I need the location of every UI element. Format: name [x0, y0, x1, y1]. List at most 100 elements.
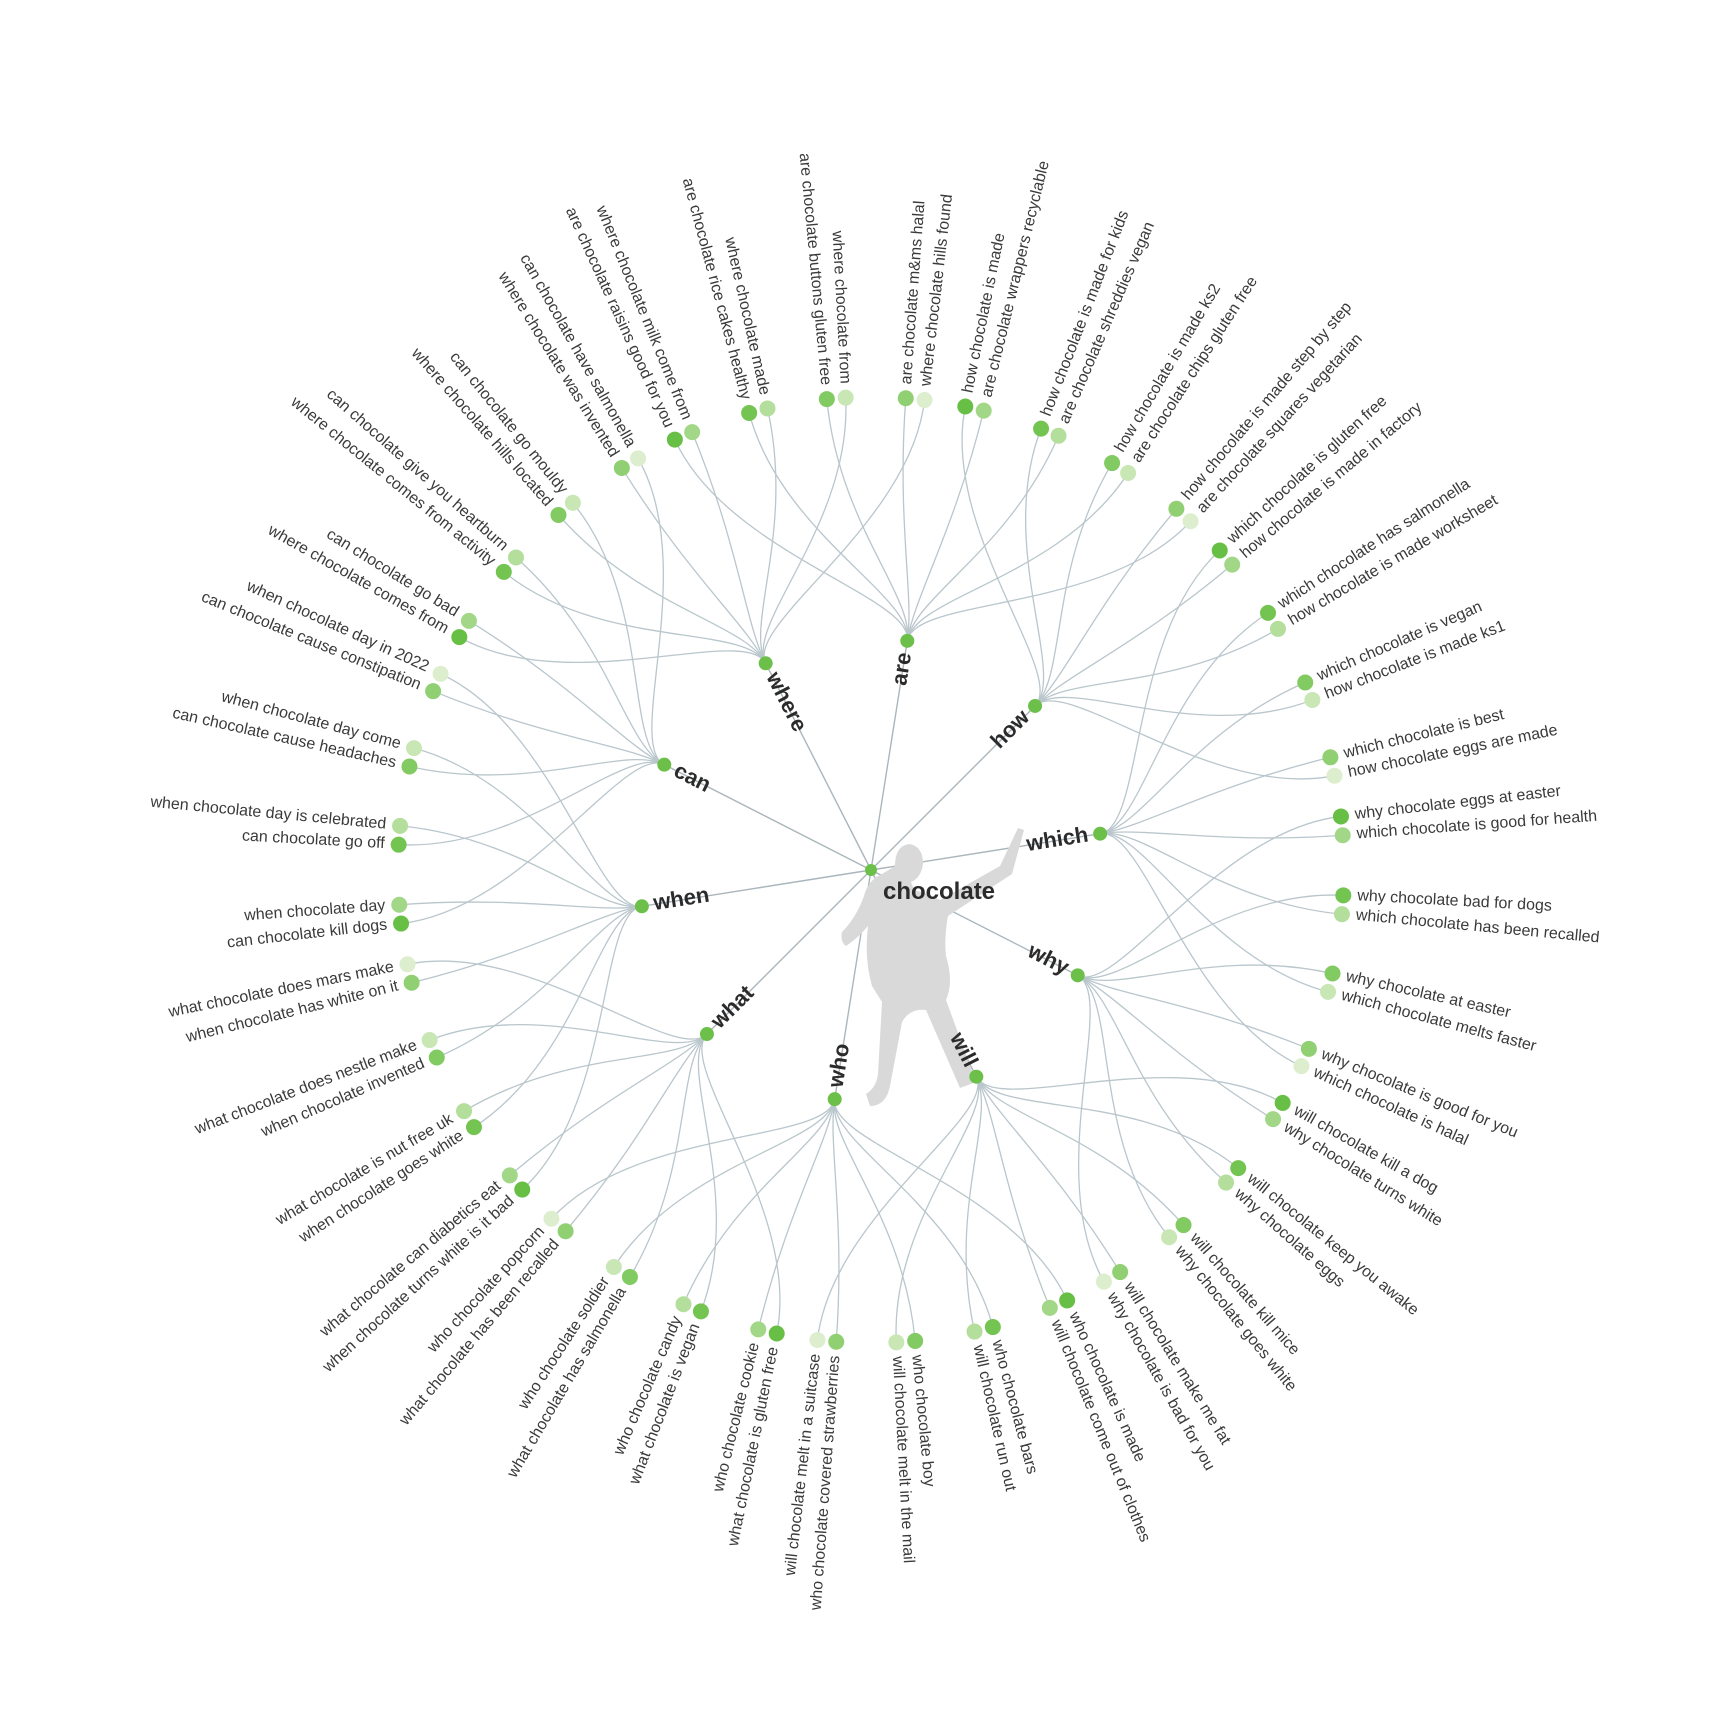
- question-what-chocolate-is-nut-free-uk[interactable]: what chocolate is nut free uk: [272, 1110, 457, 1229]
- leaf-dot-which-chocolate-is-halal[interactable]: [1293, 1058, 1310, 1075]
- leaf-dot-why-chocolate-goes-white[interactable]: [1161, 1229, 1178, 1246]
- leaf-dot-why-chocolate-eggs[interactable]: [1218, 1174, 1235, 1191]
- leaf-dot-where-chocolate-made[interactable]: [759, 400, 776, 417]
- leaf-dot-when-chocolate-goes-white[interactable]: [465, 1119, 482, 1136]
- leaf-dot-can-chocolate-give-you-heartburn[interactable]: [507, 549, 524, 566]
- leaf-dot-how-chocolate-is-made-in-factory[interactable]: [1224, 556, 1241, 573]
- leaf-dot-why-chocolate-eggs-at-easter[interactable]: [1332, 808, 1349, 825]
- leaf-dot-can-chocolate-kill-dogs[interactable]: [393, 915, 410, 932]
- leaf-dot-what-chocolate-has-been-recalled[interactable]: [557, 1223, 574, 1240]
- question-why-chocolate-is-bad-for-you[interactable]: why chocolate is bad for you: [1103, 1289, 1218, 1474]
- leaf-dot-who-chocolate-cookie[interactable]: [750, 1321, 767, 1338]
- question-what-chocolate-has-been-recalled[interactable]: what chocolate has been recalled: [396, 1236, 563, 1429]
- leaf-dot-who-chocolate-soldier[interactable]: [605, 1259, 622, 1276]
- leaf-dot-can-chocolate-go-mouldy[interactable]: [564, 494, 581, 511]
- leaf-dot-when-chocolate-day-come[interactable]: [405, 740, 422, 757]
- leaf-dot-when-chocolate-day-is-celebrated[interactable]: [392, 817, 409, 834]
- leaf-dot-will-chocolate-kill-mice[interactable]: [1175, 1217, 1192, 1234]
- leaf-dot-are-chocolate-wrappers-recyclable[interactable]: [975, 402, 992, 419]
- leaf-dot-why-chocolate-is-good-for-you[interactable]: [1300, 1040, 1317, 1057]
- leaf-dot-which-chocolate-melts-faster[interactable]: [1320, 983, 1337, 1000]
- question-how-chocolate-is-made-ks2[interactable]: how chocolate is made ks2: [1112, 281, 1225, 455]
- leaf-dot-which-chocolate-is-gluten-free[interactable]: [1211, 542, 1228, 559]
- leaf-dot-who-chocolate-is-made[interactable]: [1059, 1292, 1076, 1309]
- hub-dot-when[interactable]: [634, 899, 649, 914]
- hub-dot-are[interactable]: [900, 633, 915, 648]
- hub-dot-can[interactable]: [657, 757, 672, 772]
- leaf-dot-can-chocolate-have-salmonella[interactable]: [630, 450, 647, 467]
- leaf-dot-will-chocolate-make-me-fat[interactable]: [1112, 1264, 1129, 1281]
- hub-dot-why[interactable]: [1070, 968, 1085, 983]
- leaf-dot-who-chocolate-candy[interactable]: [675, 1296, 692, 1313]
- question-which-chocolate-has-been-recalled[interactable]: which chocolate has been recalled: [1354, 907, 1600, 947]
- leaf-dot-when-chocolate-invented[interactable]: [428, 1049, 445, 1066]
- leaf-dot-are-chocolate-chips-gluten-free[interactable]: [1120, 464, 1137, 481]
- leaf-dot-what-chocolate-can-diabetics-eat[interactable]: [501, 1167, 518, 1184]
- leaf-dot-where-chocolate-hills-located[interactable]: [550, 506, 567, 523]
- leaf-dot-can-chocolate-cause-headaches[interactable]: [401, 758, 418, 775]
- leaf-dot-can-chocolate-cause-constipation[interactable]: [425, 683, 442, 700]
- leaf-dot-will-chocolate-run-out[interactable]: [966, 1323, 983, 1340]
- leaf-dot-what-chocolate-is-vegan[interactable]: [692, 1303, 709, 1320]
- leaf-dot-which-chocolate-has-been-recalled[interactable]: [1333, 906, 1350, 923]
- question-can-chocolate-go-off[interactable]: can chocolate go off: [242, 827, 386, 852]
- hub-dot-who[interactable]: [827, 1092, 842, 1107]
- hub-label-can[interactable]: can: [670, 757, 715, 796]
- root-dot[interactable]: [865, 864, 877, 876]
- leaf-dot-will-chocolate-come-out-of-clothes[interactable]: [1041, 1299, 1058, 1316]
- leaf-dot-what-chocolate-is-gluten-free[interactable]: [768, 1325, 785, 1342]
- leaf-dot-how-chocolate-eggs-are-made[interactable]: [1326, 767, 1343, 784]
- leaf-dot-what-chocolate-is-nut-free-uk[interactable]: [456, 1103, 473, 1120]
- leaf-dot-which-chocolate-has-salmonella[interactable]: [1260, 604, 1277, 621]
- leaf-dot-where-chocolate-comes-from-activity[interactable]: [495, 563, 512, 580]
- leaf-dot-why-chocolate-bad-for-dogs[interactable]: [1335, 887, 1352, 904]
- leaf-dot-are-chocolate-raisins-good-for-you[interactable]: [666, 431, 683, 448]
- hub-label-when[interactable]: when: [651, 882, 711, 916]
- leaf-dot-who-chocolate-covered-strawberries[interactable]: [828, 1333, 845, 1350]
- leaf-dot-how-chocolate-is-made-for-kids[interactable]: [1033, 420, 1050, 437]
- leaf-dot-can-chocolate-go-off[interactable]: [390, 836, 407, 853]
- hub-label-who[interactable]: who: [822, 1042, 854, 1090]
- leaf-dot-can-chocolate-go-bad[interactable]: [460, 612, 477, 629]
- leaf-dot-where-chocolate-hills-found[interactable]: [916, 392, 933, 409]
- question-can-chocolate-go-mouldy[interactable]: can chocolate go mouldy: [446, 349, 571, 497]
- leaf-dot-who-chocolate-bars[interactable]: [984, 1319, 1001, 1336]
- leaf-dot-when-chocolate-day[interactable]: [391, 896, 408, 913]
- leaf-dot-will-chocolate-melt-in-a-suitcase[interactable]: [809, 1331, 826, 1348]
- question-when-chocolate-day-is-celebrated[interactable]: when chocolate day is celebrated: [149, 794, 387, 833]
- leaf-dot-where-chocolate-milk-come-from[interactable]: [684, 424, 701, 441]
- hub-dot-will[interactable]: [969, 1069, 984, 1084]
- leaf-dot-when-chocolate-has-white-on-it[interactable]: [403, 974, 420, 991]
- leaf-dot-where-chocolate-comes-from[interactable]: [451, 629, 468, 646]
- leaf-dot-where-chocolate-from[interactable]: [837, 389, 854, 406]
- hub-label-which[interactable]: which: [1024, 822, 1090, 857]
- hub-label-why[interactable]: why: [1023, 937, 1074, 980]
- leaf-dot-why-chocolate-turns-white[interactable]: [1265, 1111, 1282, 1128]
- hub-dot-how[interactable]: [1028, 698, 1043, 713]
- leaf-dot-will-chocolate-keep-you-awake[interactable]: [1230, 1160, 1247, 1177]
- leaf-dot-will-chocolate-kill-a-dog[interactable]: [1274, 1094, 1291, 1111]
- hub-dot-where[interactable]: [758, 656, 773, 671]
- leaf-dot-when-chocolate-turns-white-is-it-bad[interactable]: [514, 1181, 531, 1198]
- leaf-dot-where-chocolate-was-invented[interactable]: [613, 459, 630, 476]
- leaf-dot-why-chocolate-at-easter[interactable]: [1324, 965, 1341, 982]
- leaf-dot-how-chocolate-is-made[interactable]: [957, 398, 974, 415]
- leaf-dot-who-chocolate-popcorn[interactable]: [543, 1210, 560, 1227]
- leaf-dot-which-chocolate-is-vegan[interactable]: [1297, 674, 1314, 691]
- leaf-dot-why-chocolate-is-bad-for-you[interactable]: [1095, 1273, 1112, 1290]
- leaf-dot-are-chocolate-shreddies-vegan[interactable]: [1050, 427, 1067, 444]
- hub-label-what[interactable]: what: [705, 980, 759, 1034]
- question-can-chocolate-give-you-heartburn[interactable]: can chocolate give you heartburn: [323, 386, 511, 555]
- leaf-dot-what-chocolate-has-salmonella[interactable]: [621, 1268, 638, 1285]
- leaf-dot-who-chocolate-boy[interactable]: [907, 1332, 924, 1349]
- leaf-dot-how-chocolate-is-made-ks1[interactable]: [1304, 691, 1321, 708]
- question-are-chocolate-buttons-gluten-free[interactable]: are chocolate buttons gluten free: [796, 152, 835, 386]
- leaf-dot-are-chocolate-rice-cakes-healthy[interactable]: [741, 404, 758, 421]
- leaf-dot-how-chocolate-is-made-ks2[interactable]: [1104, 455, 1121, 472]
- question-can-chocolate-have-salmonella[interactable]: can chocolate have salmonella: [516, 251, 639, 450]
- leaf-dot-how-chocolate-is-made-worksheet[interactable]: [1269, 620, 1286, 637]
- root-node[interactable]: chocolate: [865, 864, 995, 905]
- hub-dot-which[interactable]: [1093, 826, 1108, 841]
- leaf-dot-which-chocolate-is-good-for-health[interactable]: [1334, 827, 1351, 844]
- hub-dot-what[interactable]: [699, 1027, 714, 1042]
